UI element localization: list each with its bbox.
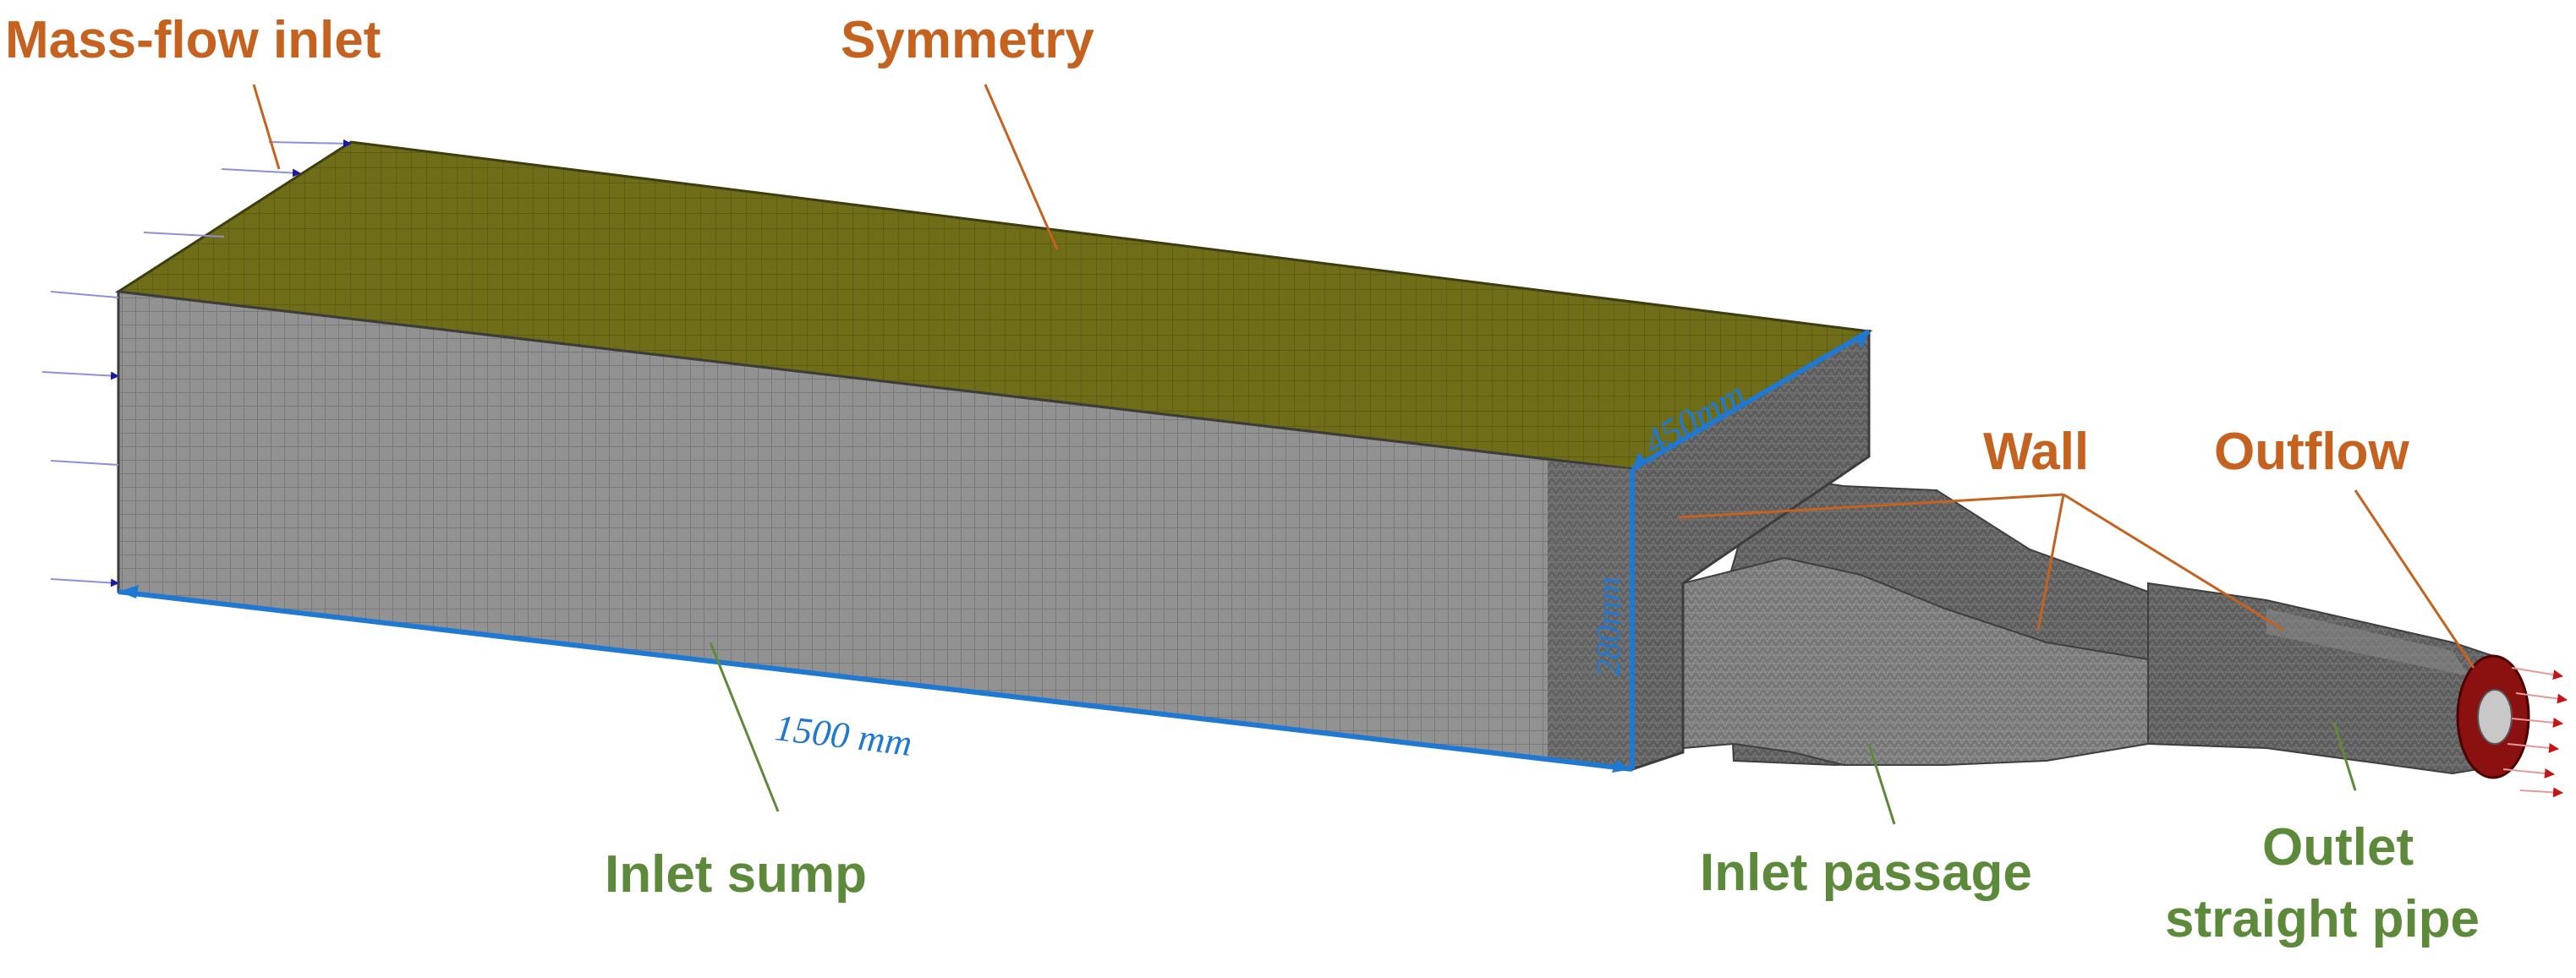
- inflow-arrow: [50, 460, 119, 466]
- mass-flow-inlet-label: Mass-flow inlet: [5, 11, 381, 69]
- wall-leader: [1678, 493, 2064, 519]
- wall-leader-3: [2063, 493, 2284, 631]
- length-dimension: 1500 mm: [773, 707, 914, 764]
- outflow-arrow: [2511, 717, 2563, 728]
- wall-label: Wall: [1983, 423, 2089, 481]
- outflow-arrow: [2502, 768, 2555, 779]
- inflow-arrow: [268, 139, 352, 148]
- symmetry-label: Symmetry: [841, 11, 1094, 69]
- height-dimension: 280mm: [1589, 576, 1627, 676]
- inflow-arrows: [41, 139, 352, 587]
- outlet-pipe-mesh: [2147, 582, 2504, 775]
- outflow-face: [2456, 654, 2530, 779]
- width-dimension-line: [1631, 329, 1871, 472]
- symmetry-leader: [984, 84, 1059, 250]
- outflow-arrow: [2515, 692, 2568, 704]
- inlet-sump-leader: [709, 642, 780, 812]
- outflow-arrow: [2511, 667, 2563, 680]
- outflow-arrow: [2507, 742, 2559, 753]
- wall-leader-2: [2036, 494, 2065, 631]
- outflow-arrow: [2519, 787, 2563, 798]
- inlet-passage-leader: [1867, 743, 1896, 825]
- dimension-lines: [118, 329, 1871, 773]
- inflow-arrow: [50, 291, 119, 298]
- inlet-sump-label: Inlet sump: [605, 845, 867, 904]
- inflow-arrow: [50, 578, 119, 587]
- outlet-pipe-leader: [2332, 722, 2357, 791]
- outflow-leader: [2354, 489, 2475, 669]
- inflow-arrow: [41, 371, 119, 380]
- leader-lines: [252, 84, 2475, 825]
- outlet-label-line2: straight pipe: [2165, 890, 2480, 948]
- inflow-arrow: [143, 232, 225, 238]
- outflow-label: Outflow: [2214, 423, 2409, 481]
- outlet-label-line1: Outlet: [2262, 818, 2414, 877]
- inlet-sump-box: [114, 140, 1873, 772]
- sump-end-face: [1548, 461, 1632, 769]
- mass-flow-inlet-leader: [252, 84, 281, 170]
- inlet-passage-label: Inlet passage: [1700, 844, 2032, 902]
- outflow-arrows: [2502, 667, 2568, 798]
- inflow-arrow: [221, 168, 301, 178]
- length-dimension-line: [118, 589, 1633, 772]
